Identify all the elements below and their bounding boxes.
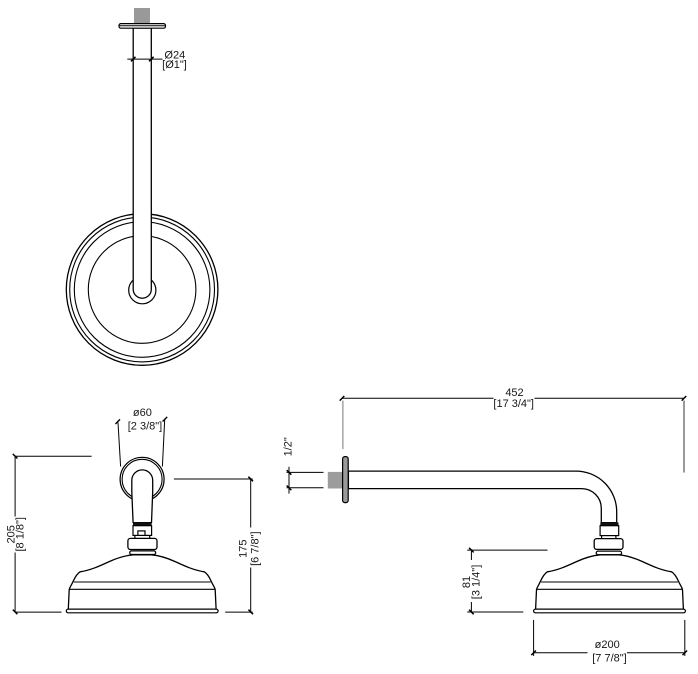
- svg-text:1/2": 1/2": [283, 437, 295, 456]
- svg-text:452: 452: [505, 387, 523, 399]
- svg-text:[8 1/8"]: [8 1/8"]: [14, 517, 26, 551]
- svg-text:175: 175: [238, 540, 250, 558]
- svg-text:Ø24: Ø24: [164, 50, 185, 62]
- svg-text:[Ø1"]: [Ø1"]: [162, 59, 187, 71]
- svg-text:205: 205: [5, 525, 17, 543]
- svg-text:[3 1/4"]: [3 1/4"]: [471, 565, 483, 599]
- svg-text:ø60: ø60: [133, 407, 152, 419]
- svg-text:[7 7/8"]: [7 7/8"]: [592, 652, 626, 664]
- svg-text:[2 3/8"]: [2 3/8"]: [128, 421, 162, 433]
- svg-text:[17 3/4"]: [17 3/4"]: [493, 398, 534, 410]
- svg-text:81: 81: [461, 576, 473, 588]
- svg-text:ø200: ø200: [595, 639, 620, 651]
- svg-text:[6 7/8"]: [6 7/8"]: [250, 531, 262, 565]
